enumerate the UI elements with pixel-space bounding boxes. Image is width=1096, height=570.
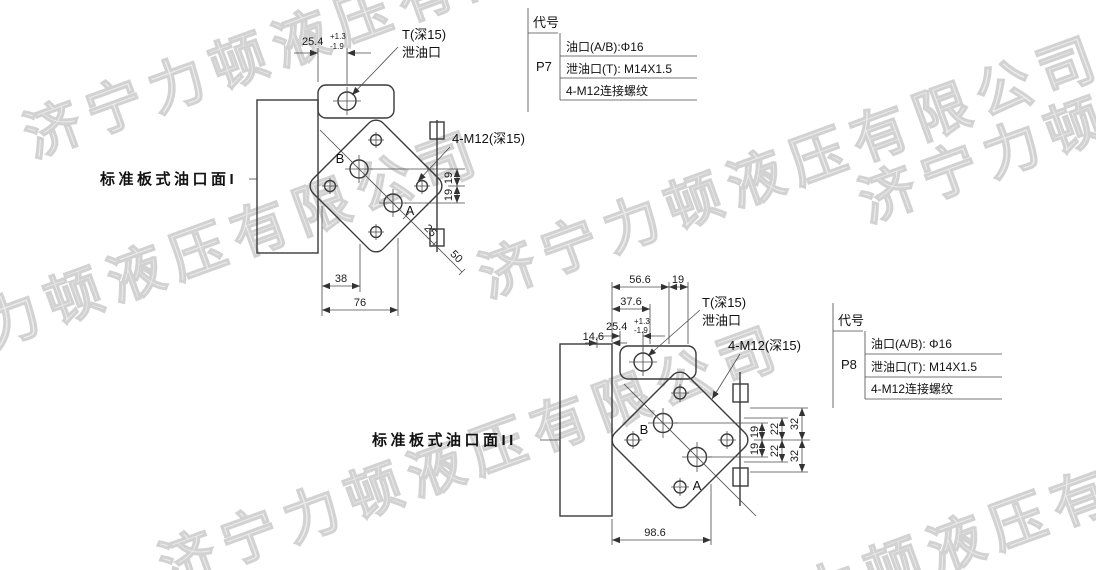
port-face-2-diagram: 标准板式油口面II 56.6 19 37.6 25.4 +1.3 -1.9 14… xyxy=(371,274,810,545)
t-port-label: T(深15) xyxy=(702,295,746,310)
dim-25-4: 25.4 xyxy=(302,36,323,48)
pump-body-outline xyxy=(559,343,613,517)
dim-19-top: 19 xyxy=(672,274,684,286)
dim-19-lower: 19 xyxy=(749,443,761,455)
table-p8-row-3: 4-M12连接螺纹 xyxy=(871,381,953,396)
bolt-side-view xyxy=(732,467,749,487)
bolt-side-view xyxy=(429,228,445,247)
diagram2-title: 标准板式油口面II xyxy=(371,431,517,449)
diagram1-title: 标准板式油口面I xyxy=(99,170,237,188)
t-port-label: T(深15) xyxy=(402,27,446,42)
dim-19-lower: 19 xyxy=(443,189,455,201)
dim-38: 38 xyxy=(335,273,347,285)
dim-32-lower: 32 xyxy=(789,450,801,462)
dim-tolerance-plus: +1.3 xyxy=(634,317,650,326)
dim-tolerance-minus: -1.9 xyxy=(330,42,344,51)
table-p7-row-1: 油口(A/B):Φ16 xyxy=(566,40,644,54)
port-a-label: A xyxy=(406,203,415,218)
dim-98-6: 98.6 xyxy=(644,527,665,539)
dim-25: 25 xyxy=(422,222,439,239)
drain-port-label: 泄油口 xyxy=(702,313,741,328)
dim-22-upper: 22 xyxy=(769,423,781,435)
dim-32-upper: 32 xyxy=(789,418,801,430)
bolt-spec-label: 4-M12(深15) xyxy=(452,131,525,146)
spec-table-p8: 代号 P8 油口(A/B): Φ16 泄油口(T): M14X1.5 4-M12… xyxy=(832,303,1002,408)
table-p8-code: P8 xyxy=(841,357,857,372)
dim-tolerance-minus: -1.9 xyxy=(634,326,648,335)
table-p8-row-2: 泄油口(T): M14X1.5 xyxy=(871,360,977,374)
bolt-side-view xyxy=(429,121,445,140)
dim-22-lower: 22 xyxy=(769,445,781,457)
port-face-1-diagram: 标准板式油口面I 25.4 +1.3 -1.9 T(深15) 泄油口 4-M12… xyxy=(99,27,525,316)
table-p7-code: P7 xyxy=(536,59,552,74)
dim-25-4: 25.4 xyxy=(606,321,627,333)
table-p8-header: 代号 xyxy=(838,313,864,328)
dim-tolerance-plus: +1.3 xyxy=(330,32,346,41)
bolt-spec-label: 4-M12(深15) xyxy=(728,338,801,353)
spec-table-p7: 代号 P7 油口(A/B):Φ16 泄油口(T): M14X1.5 4-M12连… xyxy=(527,8,697,112)
table-p7-header: 代号 xyxy=(533,15,559,30)
dim-37-6: 37.6 xyxy=(620,296,641,308)
t-port-boss xyxy=(317,84,395,119)
table-p7-row-2: 泄油口(T): M14X1.5 xyxy=(566,62,672,76)
t-port-boss xyxy=(619,345,697,380)
dim-19-upper: 19 xyxy=(443,172,455,184)
port-b-label: B xyxy=(336,151,345,166)
dim-14-6: 14.6 xyxy=(583,331,604,343)
dim-76: 76 xyxy=(354,297,366,309)
port-a-label: A xyxy=(693,478,702,493)
table-p8-row-1: 油口(A/B): Φ16 xyxy=(871,337,952,351)
dim-56-6: 56.6 xyxy=(629,274,650,286)
port-b-label: B xyxy=(640,422,649,437)
dim-19-upper: 19 xyxy=(749,426,761,438)
dim-50: 50 xyxy=(448,248,465,265)
drain-port-label: 泄油口 xyxy=(402,45,441,60)
table-p7-row-3: 4-M12连接螺纹 xyxy=(566,83,648,98)
pump-body-outline xyxy=(256,99,319,254)
bolt-side-view xyxy=(732,383,749,403)
